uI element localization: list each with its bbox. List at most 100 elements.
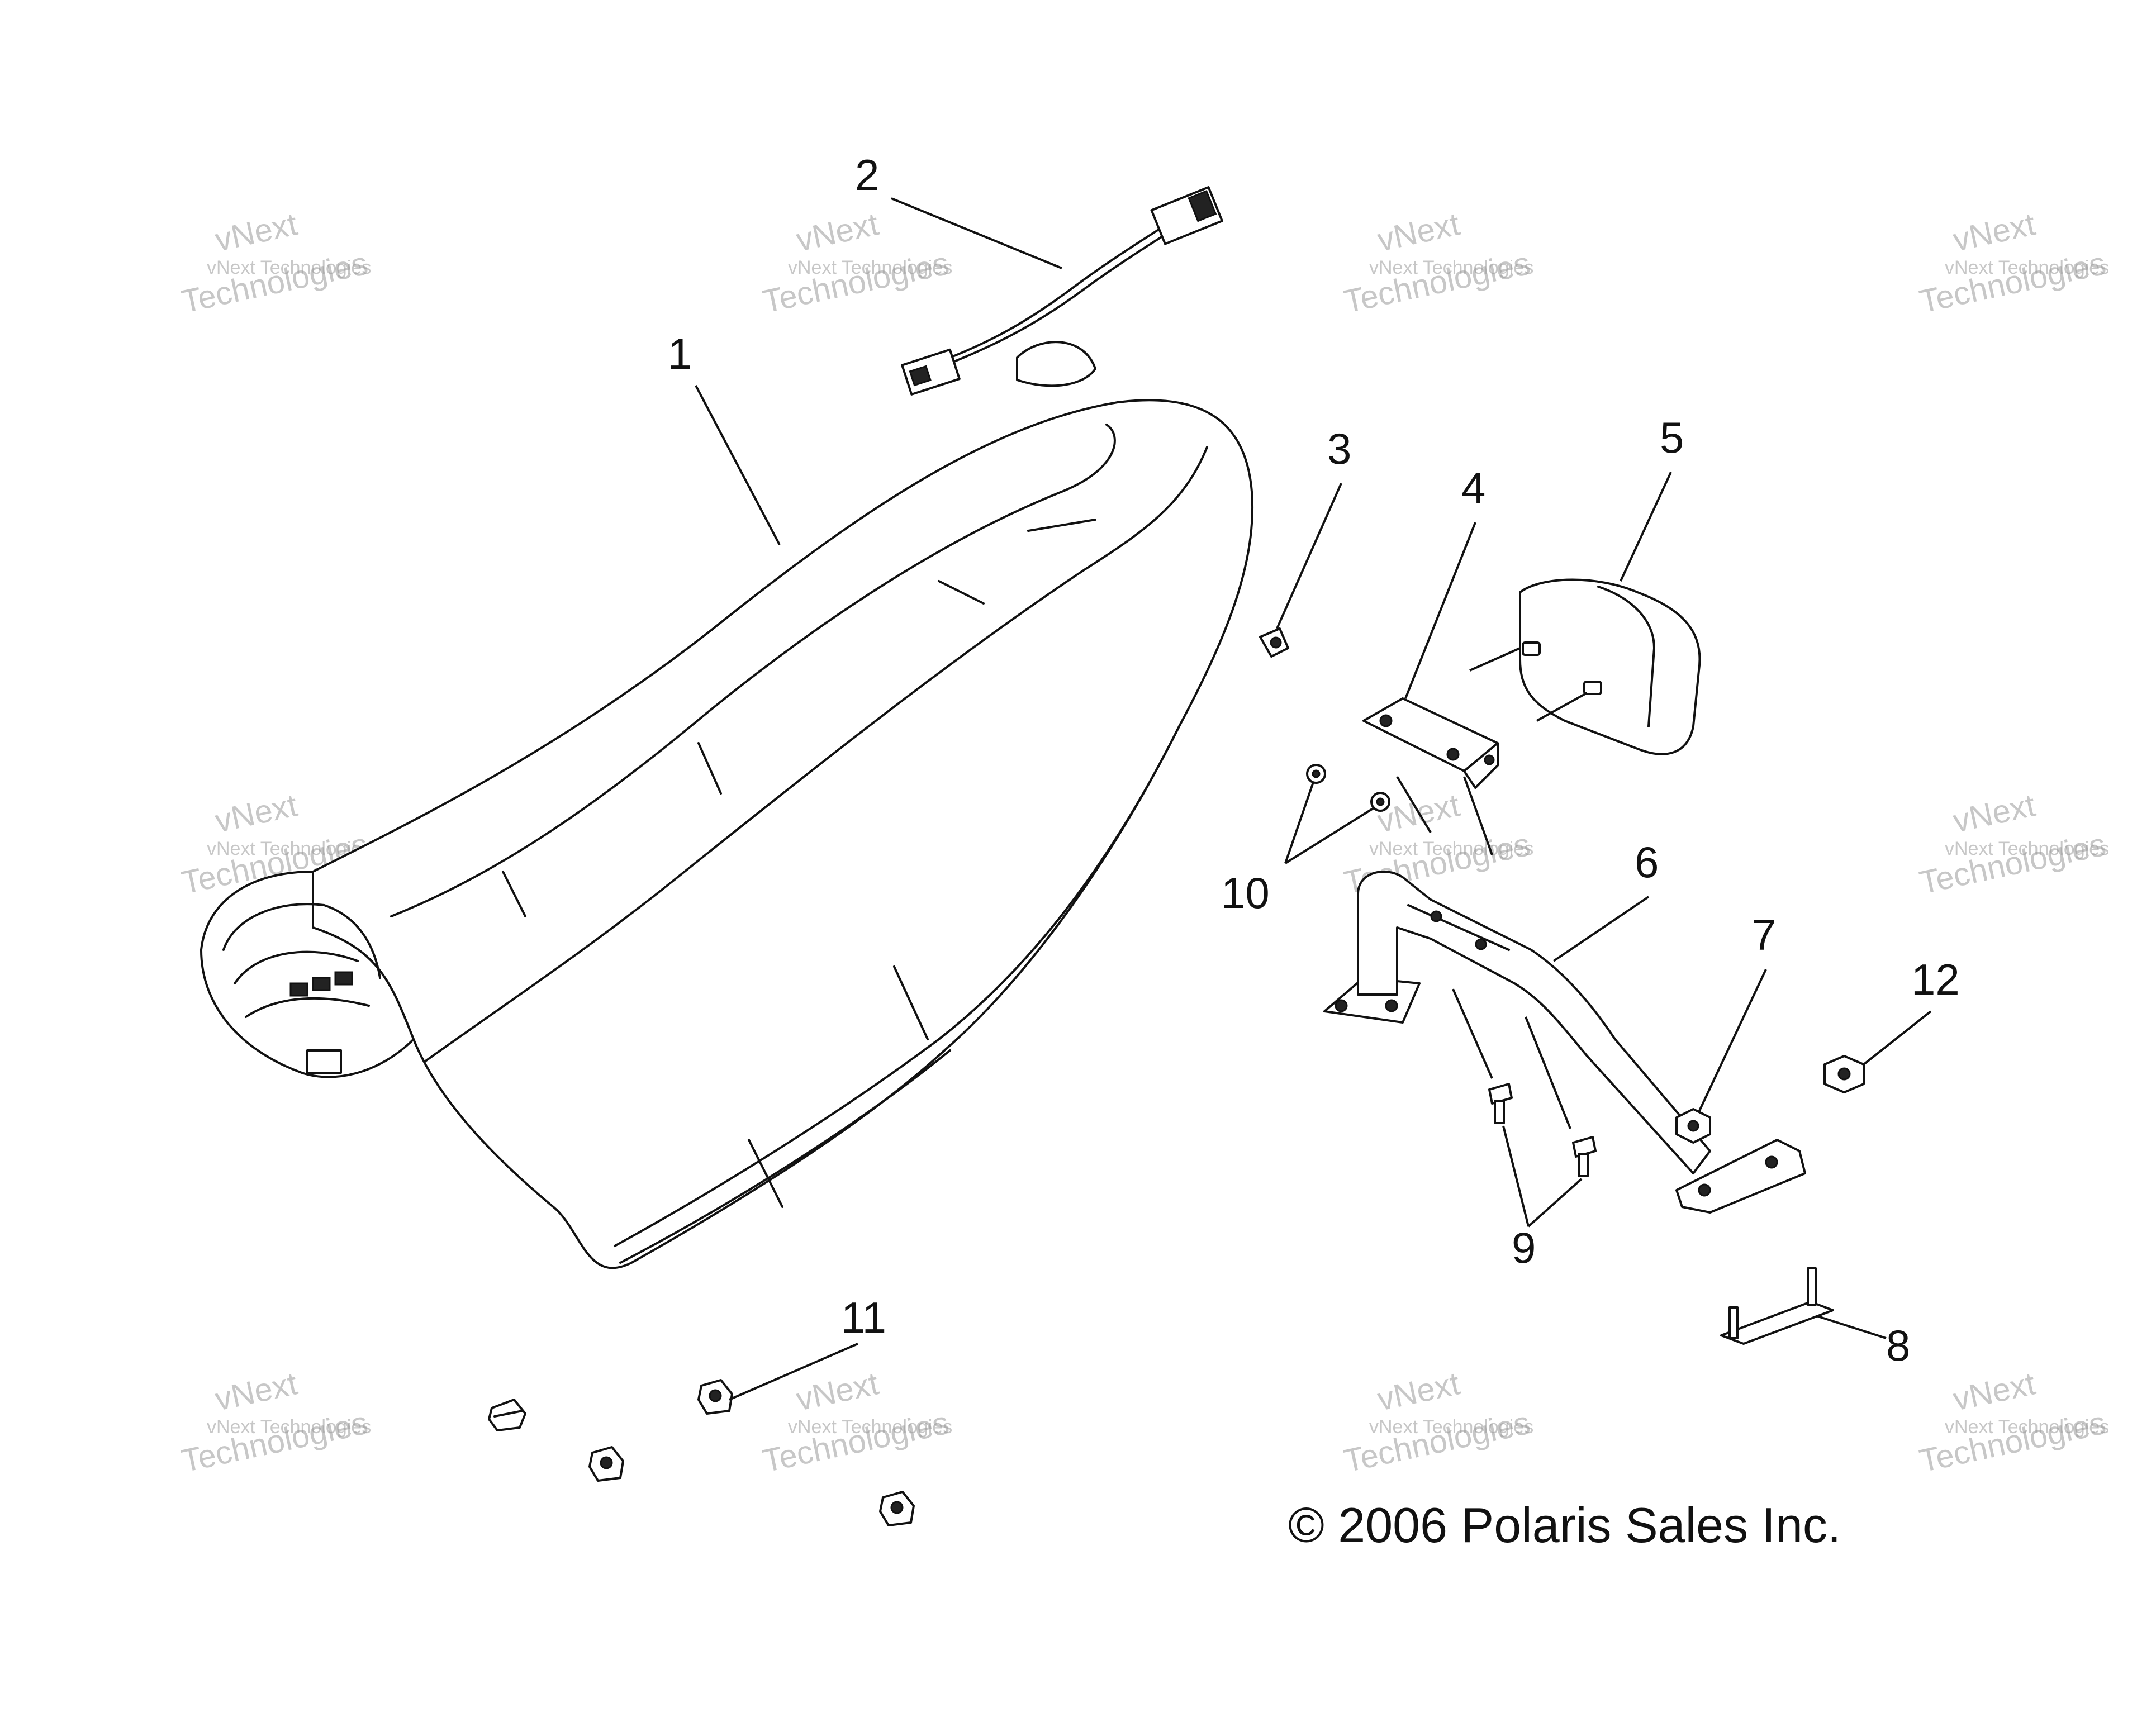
copyright-notice: © 2006 Polaris Sales Inc. bbox=[1288, 1497, 1841, 1553]
plate-stud bbox=[1728, 1306, 1739, 1339]
tail-light-part bbox=[1519, 578, 1701, 755]
handle-bracket-line bbox=[1407, 904, 1510, 951]
bolts-part bbox=[1488, 1083, 1597, 1177]
plate-stud bbox=[1807, 1267, 1817, 1306]
washers-part bbox=[1306, 764, 1390, 812]
watermark-top: vNext bbox=[793, 206, 882, 258]
handle-foot-hole bbox=[1385, 999, 1398, 1012]
leader-7 bbox=[1698, 969, 1767, 1112]
seat-outline bbox=[312, 399, 1254, 1269]
handle-hole bbox=[1475, 938, 1487, 950]
nut-part-7 bbox=[1675, 1108, 1711, 1144]
handle-tube bbox=[1357, 871, 1711, 1174]
grommet-hole bbox=[890, 1501, 904, 1514]
plate-part bbox=[1720, 1267, 1834, 1345]
leader-11 bbox=[729, 1343, 858, 1401]
seat-front-latch bbox=[306, 1049, 342, 1074]
watermark-middle: vNext Technologies bbox=[1369, 1416, 1533, 1438]
grab-handle-part bbox=[1323, 871, 1806, 1214]
handle-foot-hole bbox=[1698, 1183, 1711, 1197]
callout-8: 8 bbox=[1886, 1321, 1910, 1370]
callout-11: 11 bbox=[841, 1293, 886, 1342]
watermark-bottom: Technologies bbox=[1916, 826, 2109, 901]
bracket-flange bbox=[1463, 742, 1499, 789]
grommet-hole bbox=[600, 1456, 613, 1469]
grommet-hole bbox=[709, 1389, 722, 1402]
bracket-hole bbox=[1379, 714, 1393, 727]
callout-labels: 1 2 3 4 5 6 7 8 9 10 11 12 bbox=[668, 150, 1960, 1370]
leader-4 bbox=[1404, 522, 1476, 699]
seat-front-slot bbox=[289, 982, 308, 997]
leader-10b bbox=[1284, 806, 1376, 864]
watermark-bottom: Technologies bbox=[1916, 1405, 2109, 1480]
callout-5: 5 bbox=[1660, 413, 1684, 462]
watermark-tile: vNext vNext Technologies Technologies bbox=[178, 1365, 371, 1479]
seat-front-inner-2 bbox=[234, 950, 359, 984]
seat-front-shell bbox=[200, 871, 415, 1078]
harness-plug-pin bbox=[909, 365, 932, 387]
seat-cross-seam bbox=[893, 965, 929, 1040]
watermark-top: vNext bbox=[212, 206, 301, 258]
nut-hole bbox=[1837, 1067, 1851, 1081]
watermark-top: vNext bbox=[793, 1365, 882, 1418]
callout-3: 3 bbox=[1327, 424, 1351, 473]
tail-light-stud bbox=[1583, 681, 1602, 695]
leader-12 bbox=[1863, 1010, 1932, 1066]
leader-lines bbox=[695, 197, 1932, 1401]
connector-line bbox=[1525, 1016, 1571, 1129]
grommet-ridge bbox=[493, 1410, 524, 1418]
leader-6 bbox=[1552, 896, 1650, 962]
leader-9a bbox=[1502, 1125, 1530, 1227]
nut-hole bbox=[1687, 1120, 1699, 1132]
watermark-tile: vNext vNext Technologies Technologies bbox=[759, 206, 952, 320]
clip-part bbox=[1259, 627, 1289, 658]
callout-4: 4 bbox=[1461, 463, 1485, 512]
watermark-tile: vNext vNext Technologies Technologies bbox=[1341, 206, 1533, 320]
watermark-middle: vNext Technologies bbox=[1945, 257, 2109, 278]
seat-front-inner bbox=[222, 903, 381, 979]
bracket-hole bbox=[1446, 748, 1460, 761]
watermark-bottom: Technologies bbox=[178, 1405, 371, 1480]
harness-part bbox=[901, 186, 1223, 396]
seat-side-seam bbox=[424, 446, 1208, 1063]
bracket-hole bbox=[1484, 754, 1495, 765]
bolt-shank bbox=[1494, 1100, 1505, 1124]
plate-body bbox=[1720, 1301, 1834, 1345]
watermark-middle: vNext Technologies bbox=[207, 1416, 371, 1438]
harness-wire-2 bbox=[949, 228, 1175, 364]
watermark-bottom: Technologies bbox=[1341, 1405, 1533, 1480]
callout-6: 6 bbox=[1635, 838, 1659, 887]
tail-light-edge bbox=[1597, 586, 1655, 727]
callout-7: 7 bbox=[1752, 910, 1776, 959]
watermark-middle: vNext Technologies bbox=[788, 1416, 952, 1438]
seat-top-panel bbox=[390, 424, 1116, 917]
watermark-tile: vNext vNext Technologies Technologies bbox=[759, 1365, 952, 1479]
grommets-part bbox=[488, 1379, 915, 1526]
connector-line bbox=[1536, 692, 1588, 722]
seat-edge-seam bbox=[614, 725, 1180, 1247]
bolt-head bbox=[1488, 1083, 1513, 1105]
harness-plug-tab bbox=[1188, 190, 1217, 222]
seat-rear-grip bbox=[1016, 341, 1096, 387]
watermark-top: vNext bbox=[1950, 787, 2039, 839]
connector-line bbox=[1452, 988, 1493, 1079]
bolt-head bbox=[1572, 1136, 1597, 1158]
watermark-middle: vNext Technologies bbox=[1945, 1416, 2109, 1438]
watermark-bottom: Technologies bbox=[759, 245, 952, 320]
connector-line bbox=[1396, 776, 1432, 834]
nut-part-12 bbox=[1823, 1055, 1865, 1093]
seat-cross-seam bbox=[697, 742, 722, 795]
watermark-middle: vNext Technologies bbox=[788, 257, 952, 278]
tail-light-body bbox=[1519, 578, 1701, 755]
watermark-tile: vNext vNext Technologies Technologies bbox=[1916, 1365, 2109, 1479]
watermark-middle: vNext Technologies bbox=[1945, 838, 2109, 859]
seat-edge-seam-2 bbox=[619, 1049, 951, 1264]
seat-cross-seam bbox=[938, 580, 985, 605]
clip-hole bbox=[1270, 636, 1282, 649]
watermark-top: vNext bbox=[1374, 1365, 1463, 1418]
harness-wire bbox=[949, 222, 1169, 359]
watermark-bottom: Technologies bbox=[1341, 245, 1533, 320]
seat-cross-seam bbox=[502, 871, 526, 917]
leader-10a bbox=[1284, 782, 1314, 864]
